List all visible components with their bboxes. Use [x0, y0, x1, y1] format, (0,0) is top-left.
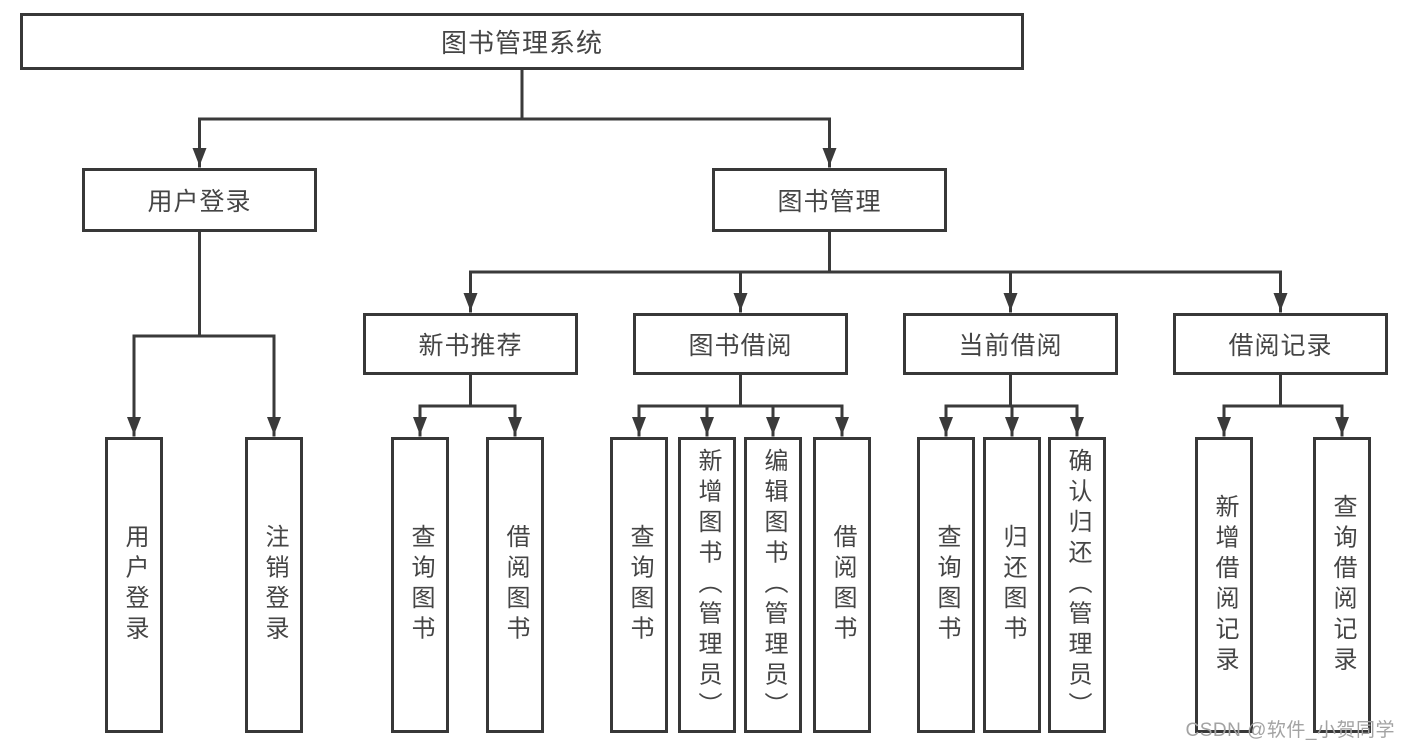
node-label: 用户登录: [121, 524, 148, 646]
node-label: 归还图书: [999, 524, 1026, 646]
node-label: 查询图书: [626, 524, 653, 646]
node-label: 查询图书: [407, 524, 434, 646]
node-label: 借阅记录: [1228, 332, 1333, 360]
node-book-management: 图书管理: [712, 168, 947, 232]
node-label: 新增图书（管理员）: [694, 447, 721, 723]
node-label: 借阅图书: [829, 524, 856, 646]
node-label: 当前借阅: [958, 332, 1063, 360]
node-new-book-recommend: 新书推荐: [363, 313, 578, 375]
leaf-newbook-borrow: 借阅图书: [486, 437, 544, 733]
node-current-borrow: 当前借阅: [903, 313, 1118, 375]
node-label: 编辑图书（管理员）: [760, 447, 787, 723]
csdn-watermark: CSDN @软件_小贺同学: [1185, 720, 1395, 741]
leaf-user-login: 用户登录: [105, 437, 163, 733]
leaf-borrow-borrow: 借阅图书: [813, 437, 871, 733]
branch-borrow: [632, 373, 849, 437]
leaf-current-confirm-admin: 确认归还（管理员）: [1048, 437, 1106, 733]
branch-new-book: [413, 373, 522, 437]
leaf-records-query: 查询借阅记录: [1313, 437, 1371, 733]
node-label: 注销登录: [261, 524, 288, 646]
node-borrow-records: 借阅记录: [1173, 313, 1388, 375]
leaf-current-query: 查询图书: [917, 437, 975, 733]
node-label: 确认归还（管理员）: [1064, 447, 1091, 723]
node-label: 新书推荐: [418, 332, 523, 360]
leaf-newbook-query: 查询图书: [391, 437, 449, 733]
node-label: 查询借阅记录: [1329, 493, 1356, 677]
leaf-borrow-query: 查询图书: [610, 437, 668, 733]
node-label: 图书管理系统: [440, 28, 603, 58]
node-label: 用户登录: [147, 188, 252, 216]
leaf-logout: 注销登录: [245, 437, 303, 733]
leaf-current-return: 归还图书: [983, 437, 1041, 733]
branch-records: [1217, 373, 1349, 437]
node-user-login: 用户登录: [82, 168, 317, 232]
branch-current: [939, 373, 1084, 437]
node-library-system: 图书管理系统: [20, 13, 1024, 70]
node-label: 图书管理: [777, 188, 882, 216]
node-label: 新增借阅记录: [1211, 493, 1238, 677]
branch-book-mgmt: [463, 230, 1288, 313]
node-label: 借阅图书: [502, 524, 529, 646]
branch-user-login: [127, 230, 281, 437]
leaf-borrow-add-admin: 新增图书（管理员）: [678, 437, 736, 733]
leaf-records-add: 新增借阅记录: [1195, 437, 1253, 733]
node-label: 图书借阅: [688, 332, 793, 360]
leaf-borrow-edit-admin: 编辑图书（管理员）: [744, 437, 802, 733]
node-label: 查询图书: [933, 524, 960, 646]
node-book-borrow: 图书借阅: [633, 313, 848, 375]
branch-root: [192, 68, 837, 168]
